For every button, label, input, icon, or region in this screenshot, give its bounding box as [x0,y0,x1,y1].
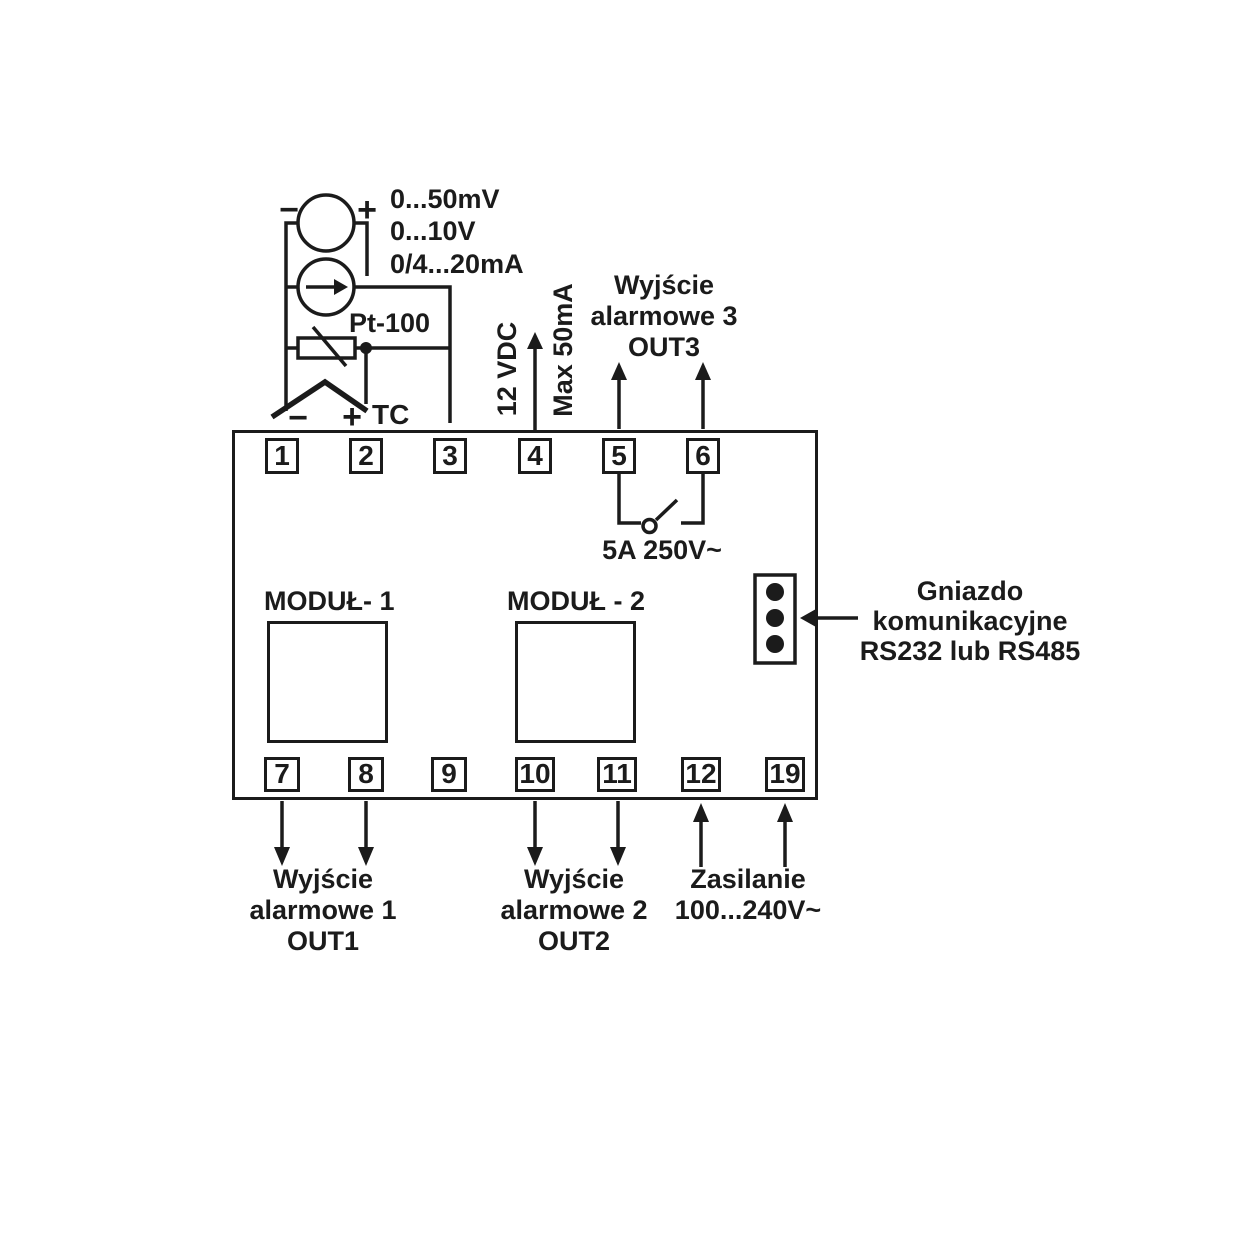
comm-pin-3 [766,635,784,653]
out2-arrow1-head [527,847,543,866]
comm-line3: RS232 lub RS485 [859,636,1081,666]
tc-plus-sign: + [342,398,362,436]
alarm1-line1: Wyjście [272,864,374,894]
alarm3-label: Wyjście alarmowe 3 OUT3 [564,270,764,363]
terminal-12: 12 [681,757,721,792]
supply-arrow-head [527,332,543,349]
module1-box [267,621,388,743]
supply-voltage-label: 12 VDC [492,321,522,417]
comm-socket-icon [753,573,797,665]
out2-arrow2-head [610,847,626,866]
terminal-2: 2 [349,438,383,474]
comm-line2: komunikacyjne [872,606,1068,636]
terminal-9: 9 [431,757,467,792]
power-arrow2-head [777,803,793,822]
out1-arrow1-head [274,847,290,866]
alarm3-arrow1-head [611,362,627,380]
module2-label: MODUŁ - 2 [507,586,645,616]
wire-voltage-plus [354,221,369,276]
comm-arrow-head [800,609,816,627]
comm-pin-1 [766,583,784,601]
power-arrow1-head [693,803,709,822]
relay-rating-label: 5A 250V~ [602,535,722,565]
module1-label: MODUŁ- 1 [264,586,395,616]
alarm3-arrow2-head [695,362,711,380]
tc-label: TC [372,399,410,430]
tc-minus-sign: − [288,399,308,437]
wire-current-plus [354,285,452,423]
junction-dot [360,342,372,354]
pt100-strike [311,325,348,368]
relay-pivot [641,517,658,535]
alarm3-line1: Wyjście [613,270,715,300]
terminal-5: 5 [602,438,636,474]
power-line2: 100...240V~ [674,895,822,925]
power-label: Zasilanie 100...240V~ [648,864,848,926]
terminal-7: 7 [264,757,300,792]
terminal-8: 8 [348,757,384,792]
voltage-plus-sign: + [357,191,377,229]
alarm2-line2: alarmowe 2 [500,895,648,925]
alarm3-line2: alarmowe 3 [590,301,738,331]
range-v-label: 0...10V [390,216,476,246]
terminal-4: 4 [518,438,552,474]
range-ma-label: 0/4...20mA [390,249,524,279]
comm-pin-2 [766,609,784,627]
voltage-minus-sign: − [279,191,299,229]
comm-line1: Gniazdo [916,576,1024,606]
current-arrow-head [334,279,348,295]
alarm2-line3: OUT2 [537,926,610,956]
range-mv-label: 0...50mV [390,184,500,214]
voltage-source-icon [296,193,356,253]
alarm1-label: Wyjście alarmowe 1 OUT1 [223,864,423,957]
terminal-10: 10 [515,757,555,792]
alarm1-line2: alarmowe 1 [249,895,397,925]
out1-arrow2-head [358,847,374,866]
power-line1: Zasilanie [690,864,806,894]
thermocouple-icon [270,378,369,420]
alarm1-line3: OUT1 [286,926,359,956]
terminal-11: 11 [597,757,637,792]
terminal-1: 1 [265,438,299,474]
relay-left-lead [617,474,641,525]
wire-common-bus [284,221,299,411]
alarm3-line3: OUT3 [627,332,700,362]
relay-right-lead [681,474,705,525]
comm-label: Gniazdo komunikacyjne RS232 lub RS485 [845,576,1095,666]
terminal-3: 3 [433,438,467,474]
alarm2-label: Wyjście alarmowe 2 OUT2 [474,864,674,957]
alarm2-line1: Wyjście [523,864,625,894]
terminal-6: 6 [686,438,720,474]
terminal-19: 19 [765,757,805,792]
module2-box [515,621,636,743]
pt100-label: Pt-100 [349,308,431,338]
relay-lever [654,498,679,522]
